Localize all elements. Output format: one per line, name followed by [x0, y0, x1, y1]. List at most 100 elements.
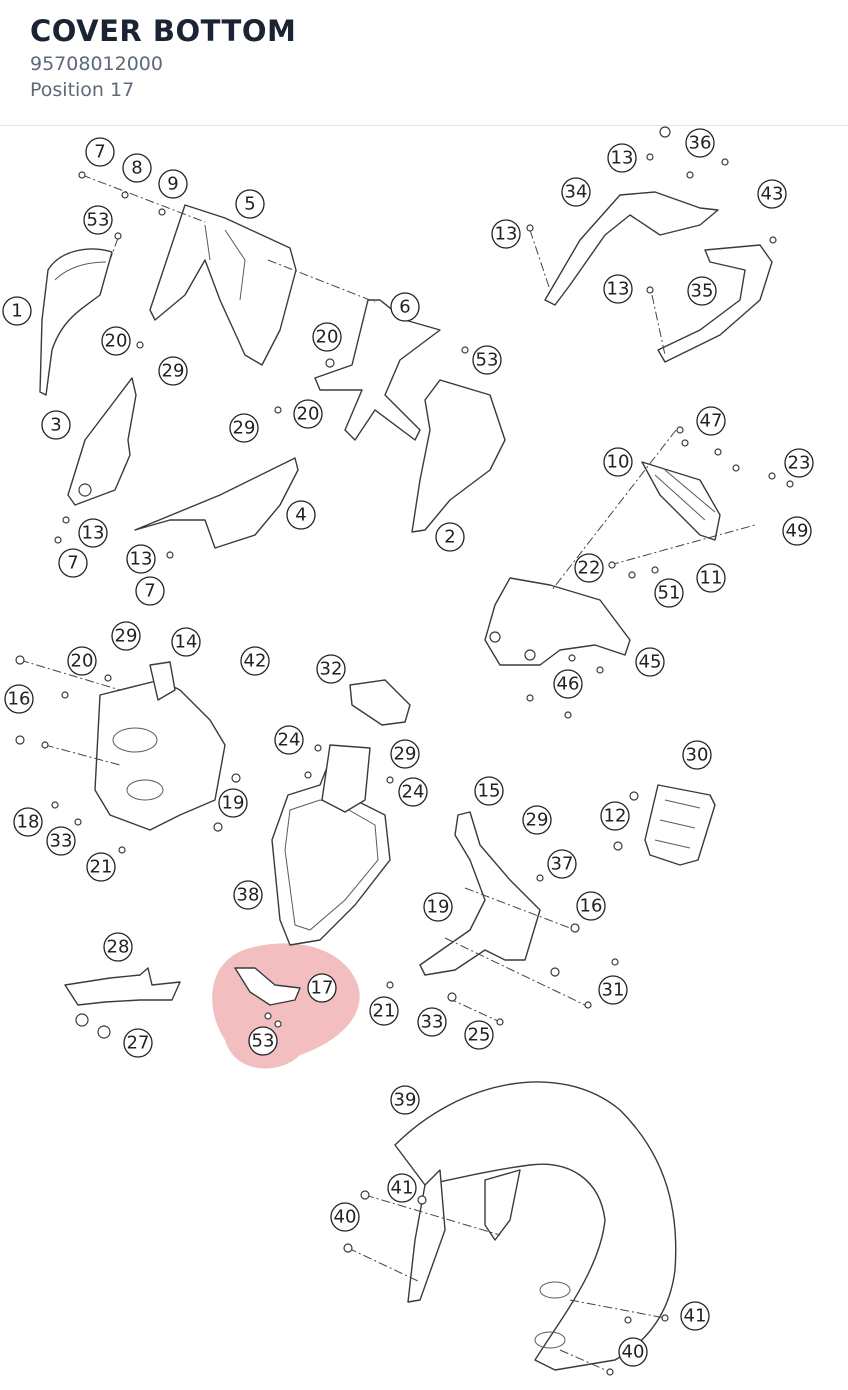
- callout-46[interactable]: 46: [553, 669, 583, 699]
- callout-31[interactable]: 31: [598, 975, 628, 1005]
- callout-9[interactable]: 9: [158, 169, 188, 199]
- callout-29[interactable]: 29: [158, 356, 188, 386]
- svg-text:40: 40: [334, 1207, 357, 1228]
- callout-53[interactable]: 53: [248, 1026, 278, 1056]
- callout-23[interactable]: 23: [784, 448, 814, 478]
- part-10-license-bracket[interactable]: [641, 461, 721, 541]
- callout-20[interactable]: 20: [293, 399, 323, 429]
- svg-text:29: 29: [162, 361, 185, 382]
- callout-42[interactable]: 42: [240, 646, 270, 676]
- callout-53[interactable]: 53: [472, 345, 502, 375]
- callout-8[interactable]: 8: [122, 153, 152, 183]
- callout-21[interactable]: 21: [86, 852, 116, 882]
- callout-41[interactable]: 41: [387, 1173, 417, 1203]
- callout-28[interactable]: 28: [103, 932, 133, 962]
- callout-13[interactable]: 13: [78, 518, 108, 548]
- part-28-cable-holder[interactable]: [64, 967, 181, 1039]
- callout-3[interactable]: 3: [41, 410, 71, 440]
- callout-39[interactable]: 39: [390, 1085, 420, 1115]
- part-15-side-bracket[interactable]: [419, 811, 541, 976]
- callout-12[interactable]: 12: [600, 801, 630, 831]
- part-38-headlight-frame[interactable]: [271, 744, 391, 946]
- part-32-mount[interactable]: [349, 679, 411, 726]
- callout-13[interactable]: 13: [603, 274, 633, 304]
- part-35-grab-handle[interactable]: [657, 244, 773, 363]
- callout-49[interactable]: 49: [782, 516, 812, 546]
- callout-24[interactable]: 24: [274, 725, 304, 755]
- callout-17[interactable]: 17: [307, 973, 337, 1003]
- part-34-grab-handle[interactable]: [544, 191, 719, 306]
- callout-29[interactable]: 29: [390, 739, 420, 769]
- callout-34[interactable]: 34: [561, 177, 591, 207]
- callout-13[interactable]: 13: [126, 544, 156, 574]
- svg-text:20: 20: [297, 404, 320, 425]
- callout-14[interactable]: 14: [171, 627, 201, 657]
- callout-16[interactable]: 16: [4, 684, 34, 714]
- part-3-inner-panel[interactable]: [67, 377, 137, 506]
- callout-43[interactable]: 43: [757, 179, 787, 209]
- callout-37[interactable]: 37: [547, 849, 577, 879]
- svg-text:2: 2: [444, 527, 455, 548]
- callout-51[interactable]: 51: [654, 578, 684, 608]
- svg-text:36: 36: [689, 133, 712, 154]
- callout-7[interactable]: 7: [135, 576, 165, 606]
- callout-27[interactable]: 27: [123, 1028, 153, 1058]
- svg-text:13: 13: [607, 279, 630, 300]
- callout-29[interactable]: 29: [229, 413, 259, 443]
- callout-33[interactable]: 33: [417, 1007, 447, 1037]
- part-4-side-fairing[interactable]: [134, 457, 299, 549]
- callout-10[interactable]: 10: [603, 447, 633, 477]
- callout-47[interactable]: 47: [696, 406, 726, 436]
- callout-41[interactable]: 41: [680, 1301, 710, 1331]
- callout-16[interactable]: 16: [576, 891, 606, 921]
- part-17-cover-bottom[interactable]: [234, 967, 301, 1028]
- callout-15[interactable]: 15: [474, 776, 504, 806]
- svg-text:32: 32: [320, 659, 343, 680]
- callout-7[interactable]: 7: [58, 548, 88, 578]
- callout-29[interactable]: 29: [522, 805, 552, 835]
- callout-6[interactable]: 6: [390, 292, 420, 322]
- callout-29[interactable]: 29: [111, 621, 141, 651]
- callout-2[interactable]: 2: [435, 522, 465, 552]
- part-39-front-mudguard[interactable]: [394, 1081, 677, 1371]
- callout-25[interactable]: 25: [464, 1020, 494, 1050]
- part-45-rear-fender[interactable]: [484, 577, 631, 666]
- callout-13[interactable]: 13: [491, 219, 521, 249]
- callout-53[interactable]: 53: [83, 205, 113, 235]
- callout-13[interactable]: 13: [607, 143, 637, 173]
- callout-1[interactable]: 1: [2, 296, 32, 326]
- svg-text:17: 17: [311, 978, 334, 999]
- svg-text:53: 53: [476, 350, 499, 371]
- part-30-rear-bracket[interactable]: [644, 784, 716, 866]
- callout-7[interactable]: 7: [85, 137, 115, 167]
- callout-36[interactable]: 36: [685, 128, 715, 158]
- callout-24[interactable]: 24: [398, 777, 428, 807]
- callout-40[interactable]: 40: [618, 1337, 648, 1367]
- part-1-side-trim[interactable]: [39, 248, 113, 396]
- callout-11[interactable]: 11: [696, 563, 726, 593]
- callout-21[interactable]: 21: [369, 996, 399, 1026]
- part-2-side-fairing[interactable]: [411, 379, 506, 533]
- callout-19[interactable]: 19: [423, 892, 453, 922]
- svg-text:15: 15: [478, 781, 501, 802]
- callout-4[interactable]: 4: [286, 500, 316, 530]
- callout-20[interactable]: 20: [101, 326, 131, 356]
- callout-33[interactable]: 33: [46, 826, 76, 856]
- callout-22[interactable]: 22: [574, 553, 604, 583]
- callout-35[interactable]: 35: [687, 276, 717, 306]
- callout-19[interactable]: 19: [218, 788, 248, 818]
- page-title: COVER BOTTOM: [30, 14, 297, 48]
- part-6-headlight-bracket[interactable]: [314, 299, 441, 441]
- callout-30[interactable]: 30: [682, 740, 712, 770]
- callout-18[interactable]: 18: [13, 807, 43, 837]
- callout-5[interactable]: 5: [235, 189, 265, 219]
- part-14-headlight-housing[interactable]: [94, 661, 226, 831]
- callout-45[interactable]: 45: [635, 647, 665, 677]
- callout-40[interactable]: 40: [330, 1202, 360, 1232]
- callout-20[interactable]: 20: [67, 646, 97, 676]
- part-5-upper-fairing[interactable]: [149, 204, 297, 366]
- callout-20[interactable]: 20: [312, 322, 342, 352]
- callout-38[interactable]: 38: [233, 880, 263, 910]
- callout-32[interactable]: 32: [316, 654, 346, 684]
